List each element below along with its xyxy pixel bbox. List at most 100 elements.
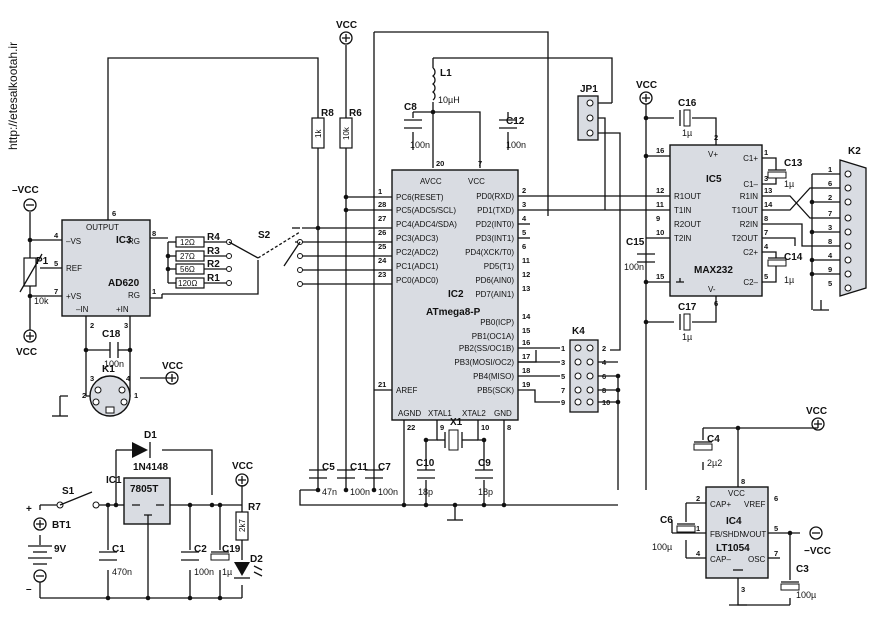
pin-label: PC0(ADC0) [396, 276, 439, 285]
svg-text:C13: C13 [784, 158, 803, 169]
pin-label: C1– [743, 180, 758, 189]
pin-number: 5 [522, 228, 526, 237]
pin-label: PD6(AIN0) [475, 276, 514, 285]
svg-text:IC1: IC1 [106, 475, 122, 486]
svg-text:IC5: IC5 [706, 174, 722, 185]
db9-pin [844, 256, 852, 264]
svg-text:7: 7 [54, 287, 58, 296]
svg-text:C10: C10 [416, 458, 435, 469]
svg-text:10k: 10k [342, 126, 351, 140]
db9-pin [844, 184, 852, 192]
svg-text:470n: 470n [112, 567, 132, 577]
svg-text:C11: C11 [350, 462, 368, 473]
svg-text:FB/SHDN: FB/SHDN [710, 530, 745, 539]
svg-text:MAX232: MAX232 [694, 265, 733, 276]
svg-text:100n: 100n [194, 567, 214, 577]
k1-connector: K1 3 4 2 1 [82, 364, 138, 417]
svg-text:100µ: 100µ [652, 542, 672, 552]
pin-number: 27 [378, 214, 386, 223]
svg-text:100n: 100n [104, 359, 124, 369]
ic2-right-pins: 2PD0(RXD)3PD1(TXD)4PD2(INT0)5PD3(INT1)6P… [454, 186, 531, 395]
x1-crystal: X1 [444, 417, 463, 451]
svg-text:9V: 9V [54, 544, 67, 555]
pin-number: 1 [828, 165, 832, 174]
pin-number: 25 [378, 242, 386, 251]
pin-label: AGND [398, 409, 421, 418]
ic2-atmega8: AVCC VCC 20 7 IC2 ATmega8-P 1PC6(RESET)2… [378, 159, 531, 432]
svg-text:12Ω: 12Ω [180, 238, 195, 247]
svg-text:1µ: 1µ [784, 275, 794, 285]
pin-label: PC2(ADC2) [396, 248, 439, 257]
pin-number: 6 [828, 179, 832, 188]
svg-text:+IN: +IN [116, 305, 129, 314]
c18-capacitor: C18 100n [102, 329, 124, 369]
vcc-label: VCC [16, 347, 37, 358]
svg-text:IC3: IC3 [116, 235, 132, 246]
vcc-terminal-lt1054: VCC [806, 406, 827, 431]
s1-switch: S1 [56, 486, 100, 509]
svg-text:VREF: VREF [744, 500, 765, 509]
pin-number: 3 [828, 223, 832, 232]
svg-text:IC4: IC4 [726, 516, 742, 527]
pin-label: T1IN [674, 206, 692, 215]
svg-text:C18: C18 [102, 329, 121, 340]
vcc-label: VCC [636, 80, 657, 91]
svg-text:L1: L1 [440, 68, 452, 79]
c3-capacitor: C3 100µ [780, 564, 816, 600]
svg-text:100n: 100n [624, 262, 644, 272]
svg-text:56Ω: 56Ω [180, 265, 195, 274]
pin-label: AREF [396, 386, 417, 395]
watermark-text: http://etesalkootah.ir [6, 42, 20, 150]
svg-text:2k7: 2k7 [238, 519, 247, 532]
ic3-ad620: IC3 AD620 OUTPUT –VS REF +VS –IN +IN RG … [54, 209, 156, 330]
pin-number: 16 [522, 338, 530, 347]
wires [29, 31, 840, 606]
pin-number: 14 [522, 312, 531, 321]
pin-label: C2+ [743, 248, 758, 257]
svg-text:1µ: 1µ [784, 179, 794, 189]
pin-number: 24 [378, 256, 387, 265]
pin-number: 12 [522, 270, 530, 279]
c4-capacitor: C4 2µ2 [693, 434, 722, 468]
pin-label: T1OUT [732, 206, 758, 215]
c16-capacitor: C16 1µ [678, 98, 697, 138]
svg-text:100n: 100n [378, 487, 398, 497]
pin-number: 18 [522, 366, 530, 375]
pin-number: 2 [602, 344, 606, 353]
pin-label: PD0(RXD) [476, 192, 514, 201]
pin-label: R1OUT [674, 192, 701, 201]
svg-text:C17: C17 [678, 302, 697, 313]
svg-text:1µ: 1µ [222, 567, 232, 577]
pin-label: PB1(OC1A) [472, 332, 515, 341]
pin-number: 6 [522, 242, 526, 251]
neg-vcc-label: −VCC [804, 546, 831, 557]
neg-vcc-terminal-lt1054: −VCC [804, 526, 831, 557]
svg-text:100n: 100n [410, 140, 430, 150]
pin-number: 21 [378, 380, 386, 389]
svg-text:1: 1 [134, 391, 138, 400]
pin-number: 14 [764, 200, 773, 209]
svg-text:R1: R1 [207, 273, 220, 284]
db9-pin [844, 170, 852, 178]
svg-text:8: 8 [741, 477, 745, 486]
svg-text:1: 1 [152, 287, 156, 296]
c14-capacitor: C14 1µ [767, 252, 803, 285]
pin-number: 10 [481, 423, 489, 432]
svg-text:3: 3 [741, 585, 745, 594]
svg-text:100n: 100n [506, 140, 526, 150]
pin-label: PC4(ADC4/SDA) [396, 220, 457, 229]
pin-number: 16 [656, 146, 664, 155]
junction-dots [27, 109, 815, 601]
svg-text:D2: D2 [250, 554, 263, 565]
pin-label: PD5(T1) [484, 262, 515, 271]
svg-text:VOUT: VOUT [744, 530, 766, 539]
pin-number: 10 [656, 228, 664, 237]
pin-number: 8 [828, 237, 832, 246]
pin-label: T2IN [674, 234, 692, 243]
pin-label: PC3(ADC3) [396, 234, 439, 243]
svg-text:100µ: 100µ [796, 590, 816, 600]
svg-text:D1: D1 [144, 430, 157, 441]
db9-pin [844, 228, 852, 236]
pin-label: C2– [743, 278, 758, 287]
